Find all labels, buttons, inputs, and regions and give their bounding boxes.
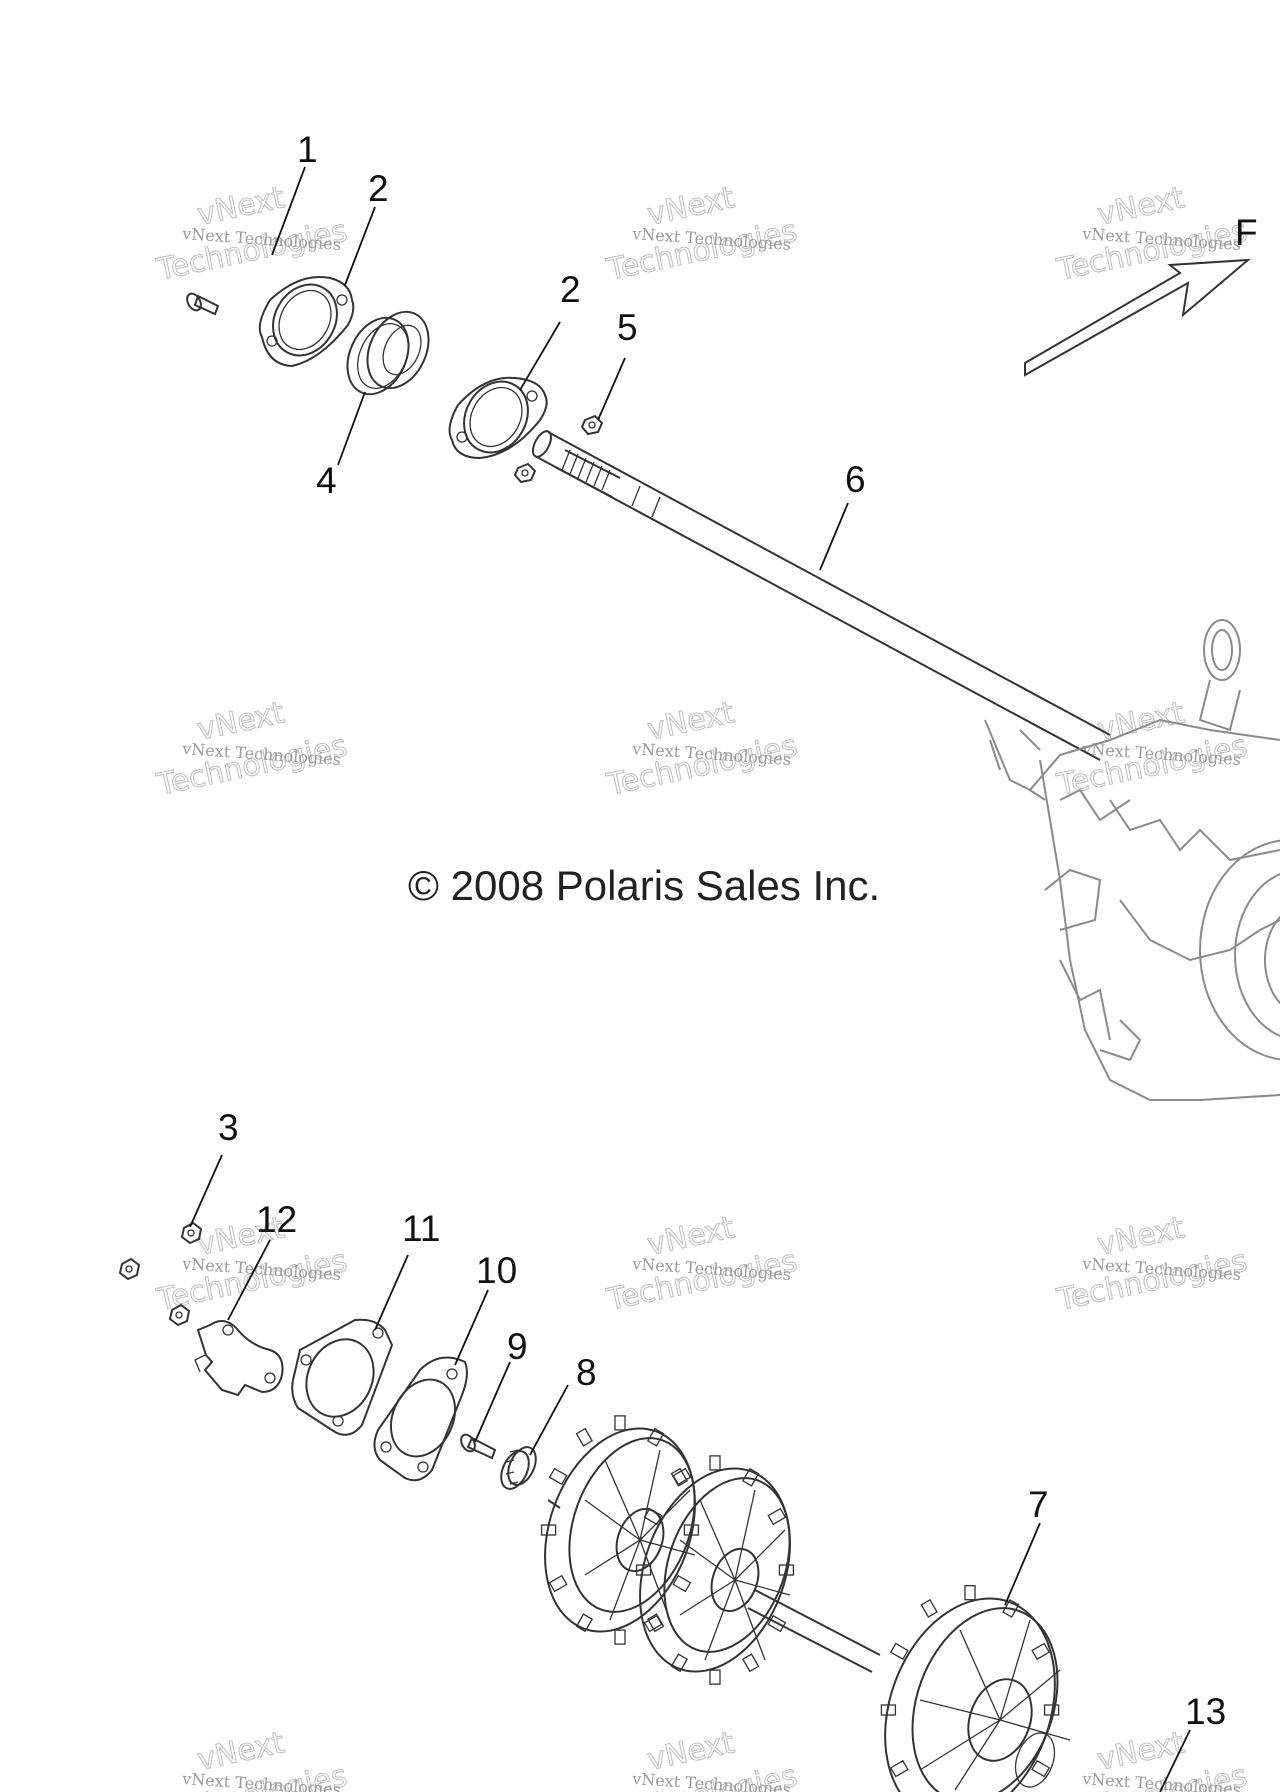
sprocket-tooth <box>778 1564 795 1576</box>
callout-12: 12 <box>256 1199 297 1240</box>
sprocket-tooth <box>741 1467 760 1487</box>
sprocket-tooth <box>741 1653 760 1673</box>
callout-9: 9 <box>507 1326 528 1367</box>
callout-2-left: 2 <box>368 168 389 209</box>
callout-10: 10 <box>476 1250 517 1291</box>
leader-lines <box>189 166 1191 1792</box>
sprocket-tooth <box>1002 1598 1020 1618</box>
nut-part-3 <box>118 1221 203 1327</box>
sprocket-tooth <box>889 1642 909 1661</box>
callout-13: 13 <box>1185 1691 1226 1732</box>
forward-arrow: F <box>1024 212 1258 377</box>
sprocket-tooth <box>575 1613 594 1633</box>
sprocket-tooth <box>614 1415 626 1431</box>
callout-2-right: 2 <box>560 269 581 310</box>
sprocket-tooth <box>643 1614 663 1633</box>
plate-part-11 <box>291 1318 394 1436</box>
sprocket-tooth <box>767 1507 787 1526</box>
sprocket-tooth <box>889 1759 909 1778</box>
sprocket-tooth <box>964 1585 976 1601</box>
sprocket-tooth <box>548 1574 568 1593</box>
plate-part-10 <box>373 1356 468 1482</box>
bolt-part-9 <box>460 1433 497 1460</box>
sprocket-tooth <box>920 1598 938 1618</box>
callout-3: 3 <box>218 1107 239 1148</box>
sprocket-tooth <box>635 1564 652 1576</box>
sprocket-tooth <box>548 1467 568 1486</box>
sprocket-tooth <box>614 1629 626 1645</box>
sprocket-tooth <box>540 1524 557 1536</box>
callout-labels: 1 2 2 3 4 5 6 7 8 9 10 11 12 13 <box>218 129 1226 1732</box>
sprocket-tooth <box>1031 1759 1051 1778</box>
bracket-part-12 <box>194 1320 284 1397</box>
sprocket-tooth <box>709 1455 721 1471</box>
sprocket-tooth <box>670 1467 689 1487</box>
nut-part-5 <box>513 414 604 484</box>
callout-7: 7 <box>1028 1484 1049 1525</box>
driveshaft-part-6 <box>531 430 1111 761</box>
sprocket-teeth <box>540 1415 1060 1778</box>
sprocket-tooth <box>1031 1642 1051 1661</box>
callout-1: 1 <box>297 129 318 170</box>
callout-5: 5 <box>617 307 638 348</box>
callout-11: 11 <box>402 1208 440 1249</box>
sprocket-tooth <box>672 1574 692 1593</box>
copyright-text: © 2008 Polaris Sales Inc. <box>408 862 880 909</box>
sprocket-tooth <box>646 1427 665 1447</box>
sprocket-tooth <box>709 1669 721 1685</box>
sprocket-tooth <box>575 1427 594 1447</box>
callout-8: 8 <box>576 1352 597 1393</box>
drive-axle-sprockets-part-7 <box>540 1415 1071 1792</box>
sprocket-tooth <box>643 1507 663 1526</box>
chaincase-housing <box>984 619 1280 1101</box>
bearing-flange-right <box>448 376 548 460</box>
bolt-part-1 <box>186 292 220 316</box>
sprocket-tooth <box>683 1524 700 1536</box>
bearing-flange-left <box>258 276 355 368</box>
arrow-label: F <box>1235 212 1258 253</box>
bearing-part-4 <box>346 310 430 396</box>
callout-6: 6 <box>845 459 866 500</box>
callout-4: 4 <box>316 460 337 501</box>
gear-part-8 <box>500 1446 537 1490</box>
sprocket-tooth <box>670 1653 689 1673</box>
